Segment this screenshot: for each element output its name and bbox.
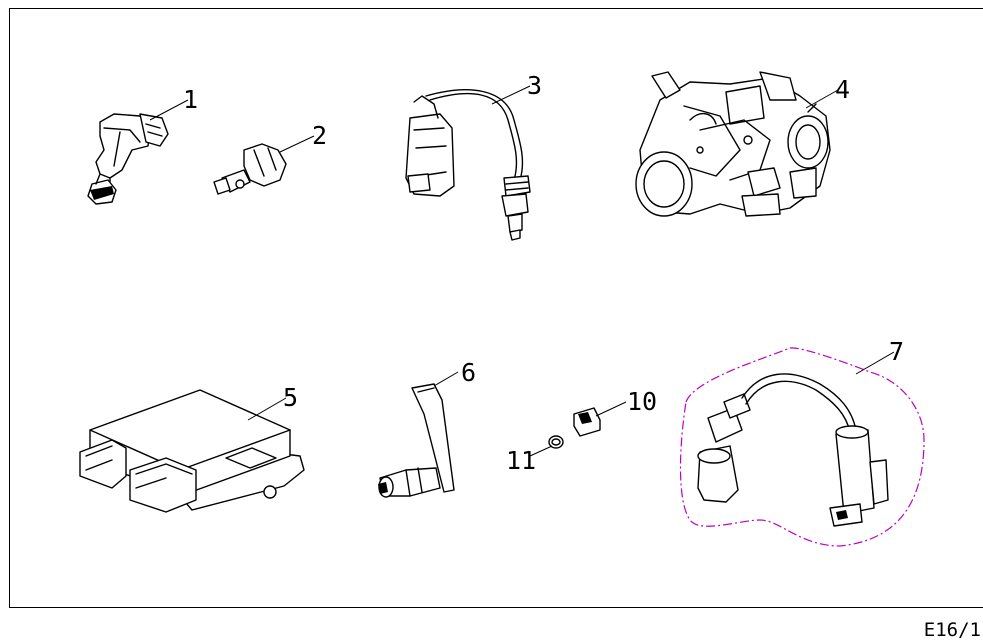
leader-4 [805, 89, 839, 109]
part-3-oxygen-sensor [405, 89, 531, 241]
part-10-fitting [573, 407, 601, 437]
leader-3 [491, 85, 531, 105]
callout-4: 4 [835, 75, 850, 104]
callout-2: 2 [312, 121, 327, 150]
leader-1 [149, 99, 189, 121]
part-5-ecu [79, 389, 305, 513]
leader-7 [855, 351, 895, 375]
callout-11: 11 [506, 446, 536, 475]
leader-lines [149, 85, 895, 457]
callout-10: 10 [627, 387, 657, 416]
callout-6: 6 [461, 358, 476, 387]
leader-2 [279, 135, 315, 153]
leader-6 [433, 371, 459, 387]
page-reference: E16/1 [923, 619, 981, 641]
leader-10 [595, 401, 627, 417]
part-2-sensor [213, 143, 287, 195]
leader-11 [529, 445, 553, 457]
part-1-fuel-injector [87, 113, 169, 205]
leader-5 [247, 397, 287, 421]
part-11-o-ring [548, 435, 564, 449]
part-7-sensor-assembly [679, 347, 925, 547]
callout-7: 7 [889, 337, 904, 366]
callout-3: 3 [527, 71, 542, 100]
assembly-outline [679, 347, 925, 547]
callout-5: 5 [283, 383, 298, 412]
part-4-throttle-body [635, 71, 831, 217]
drawing-frame [9, 8, 983, 608]
callout-1: 1 [183, 85, 198, 114]
part-6-fuel-pump [378, 383, 455, 498]
